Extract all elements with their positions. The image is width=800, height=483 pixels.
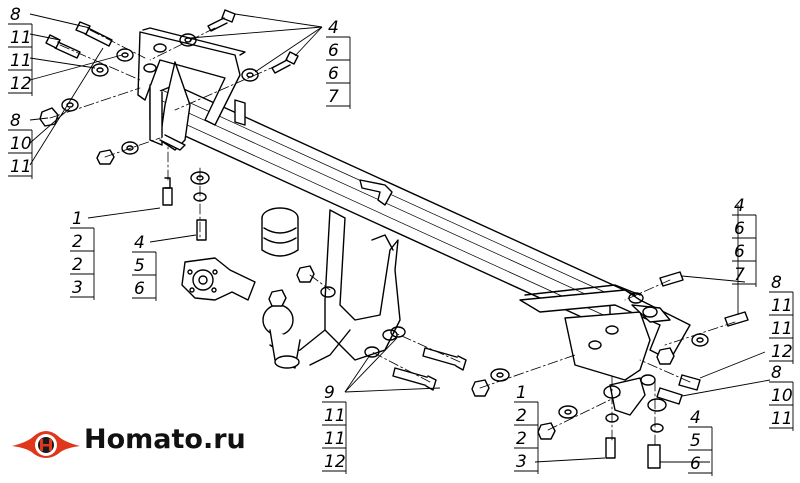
callout-label: 6 — [328, 41, 339, 61]
callout-label: 11 — [10, 157, 32, 177]
callout-bottom-center: 9 11 11 12 — [322, 383, 347, 474]
callout-label: 8 — [10, 5, 21, 25]
callout-right-lower: 8 10 11 — [769, 363, 794, 431]
callout-label: 11 — [324, 429, 346, 449]
callout-label: 11 — [771, 319, 793, 339]
callout-label: 6 — [734, 242, 745, 262]
washer — [650, 423, 664, 433]
callout-left-lower: 1 2 2 3 — [70, 209, 95, 300]
callout-label: 3 — [516, 452, 527, 472]
bolt — [196, 219, 207, 241]
callout-label: 6 — [734, 219, 745, 239]
bolt — [659, 271, 684, 287]
washer — [640, 374, 656, 386]
callout-label: 4 — [690, 408, 701, 428]
washer — [91, 63, 109, 77]
callout-left-top: 8 11 11 12 — [8, 5, 33, 96]
callout-label: 10 — [10, 134, 32, 154]
callout-label: 2 — [516, 429, 527, 449]
nut — [537, 422, 556, 440]
washer — [320, 286, 336, 298]
callout-label: 7 — [734, 265, 745, 285]
callout-labels: 8111112810114667122345691111121223456466… — [8, 5, 794, 476]
callout-label: 10 — [771, 386, 793, 406]
bolt — [647, 444, 661, 469]
callout-label: 5 — [690, 431, 701, 451]
bolt — [678, 374, 701, 391]
callout-right-mid: 8 11 11 12 — [769, 273, 794, 364]
callout-label: 11 — [10, 28, 32, 48]
bolt — [75, 21, 113, 47]
callout-label: 6 — [690, 454, 701, 474]
callout-label: 12 — [324, 452, 346, 472]
callout-label: 12 — [771, 342, 793, 362]
callout-label: 12 — [10, 74, 32, 94]
nut — [656, 347, 675, 365]
callout-top-center: 4 6 6 7 — [326, 18, 351, 109]
callout-label: 11 — [10, 51, 32, 71]
callout-bottom-right-1: 1 2 2 3 — [514, 383, 539, 474]
washer — [241, 68, 259, 82]
bolt — [207, 9, 236, 32]
callout-label: 5 — [134, 256, 145, 276]
callout-left-lower-2: 4 5 6 — [132, 233, 157, 301]
nut — [39, 107, 59, 127]
washer — [691, 333, 709, 347]
bolt — [392, 367, 437, 391]
washer — [558, 405, 578, 419]
washer — [647, 398, 667, 412]
washer — [390, 326, 406, 338]
callout-label: 4 — [734, 196, 745, 216]
callout-label: 8 — [10, 111, 21, 131]
washer — [364, 346, 380, 358]
callout-label: 4 — [328, 18, 339, 38]
callout-label: 6 — [134, 279, 145, 299]
callout-label: 9 — [324, 383, 335, 403]
callout-label: 11 — [324, 406, 346, 426]
nut — [268, 289, 287, 307]
bolt — [271, 51, 299, 74]
callout-label: 2 — [516, 406, 527, 426]
homato-logo-icon — [12, 431, 80, 458]
center-tab — [359, 179, 393, 206]
washer — [642, 306, 658, 318]
callout-label: 11 — [771, 409, 793, 429]
callout-label: 8 — [771, 363, 782, 383]
assembly-centerlines — [49, 27, 736, 446]
callout-label: 7 — [328, 87, 339, 107]
callout-bottom-right-2: 4 5 6 — [688, 408, 713, 476]
callout-leaders — [29, 13, 771, 463]
bolt — [422, 347, 467, 371]
callout-label: 2 — [72, 232, 83, 252]
ball-cover — [261, 207, 299, 257]
socket-plate — [181, 257, 256, 301]
callout-right-top: 4 6 6 7 — [732, 196, 757, 287]
callout-left-mid: 8 10 11 — [8, 111, 33, 179]
callout-label: 3 — [72, 278, 83, 298]
washer — [121, 141, 139, 155]
callout-label: 6 — [328, 64, 339, 84]
callout-label: 1 — [516, 383, 527, 403]
tow-ball — [262, 304, 301, 369]
callout-label: 8 — [771, 273, 782, 293]
crossbar-tube — [149, 84, 636, 331]
left-bracket — [137, 27, 246, 151]
callout-label: 4 — [134, 233, 145, 253]
callout-label: 11 — [771, 296, 793, 316]
bolt — [656, 387, 683, 405]
brand-name: Homato.ru — [84, 424, 246, 455]
callout-label: 2 — [72, 255, 83, 275]
bolt — [605, 437, 616, 459]
callout-label: 1 — [72, 209, 83, 229]
bolt — [162, 177, 173, 206]
nut — [296, 265, 315, 283]
